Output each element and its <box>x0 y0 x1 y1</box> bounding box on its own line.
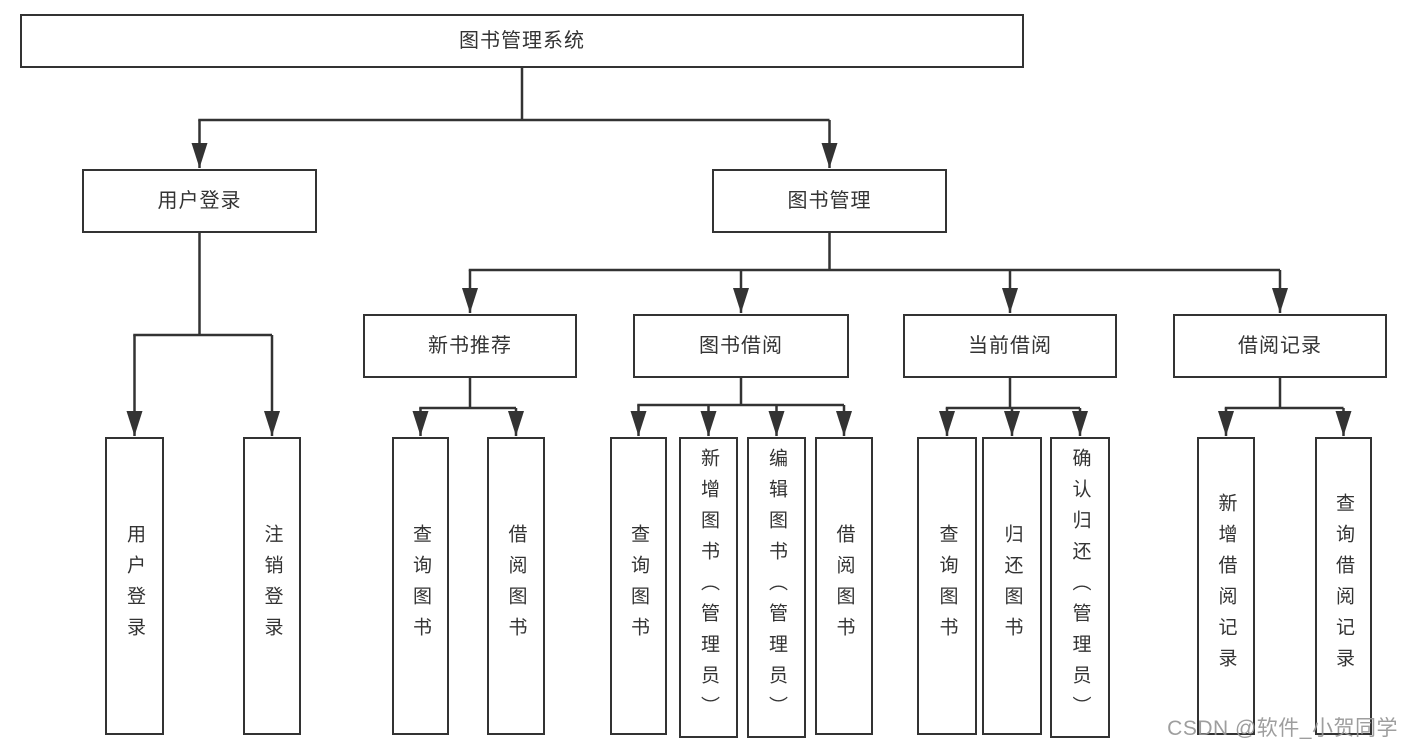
leaf-edit-books-admin: 编辑图书（管理员） <box>747 437 806 738</box>
leaf-query-borrow-record: 查询借阅记录 <box>1315 437 1372 735</box>
leaf-add-borrow-record: 新增借阅记录 <box>1197 437 1255 735</box>
leaf-borrow-books-borrowing: 借阅图书 <box>815 437 873 735</box>
leaf-query-books-recommend: 查询图书 <box>392 437 449 735</box>
node-library-management-system: 图书管理系统 <box>20 14 1024 68</box>
node-new-book-recommendation: 新书推荐 <box>363 314 577 378</box>
leaf-logout: 注销登录 <box>243 437 301 735</box>
node-user-login: 用户登录 <box>82 169 317 233</box>
leaf-query-books-current: 查询图书 <box>917 437 977 735</box>
leaf-borrow-books-recommend: 借阅图书 <box>487 437 545 735</box>
leaf-return-books: 归还图书 <box>982 437 1042 735</box>
leaf-confirm-return-admin: 确认归还（管理员） <box>1050 437 1110 738</box>
node-borrowing-records: 借阅记录 <box>1173 314 1387 378</box>
leaf-query-books-borrowing: 查询图书 <box>610 437 667 735</box>
watermark-csdn: CSDN @软件_小贺同学 <box>1167 717 1398 740</box>
node-current-borrowing: 当前借阅 <box>903 314 1117 378</box>
leaf-add-books-admin: 新增图书（管理员） <box>679 437 738 738</box>
leaf-user-login: 用户登录 <box>105 437 164 735</box>
node-book-management: 图书管理 <box>712 169 947 233</box>
node-book-borrowing: 图书借阅 <box>633 314 849 378</box>
